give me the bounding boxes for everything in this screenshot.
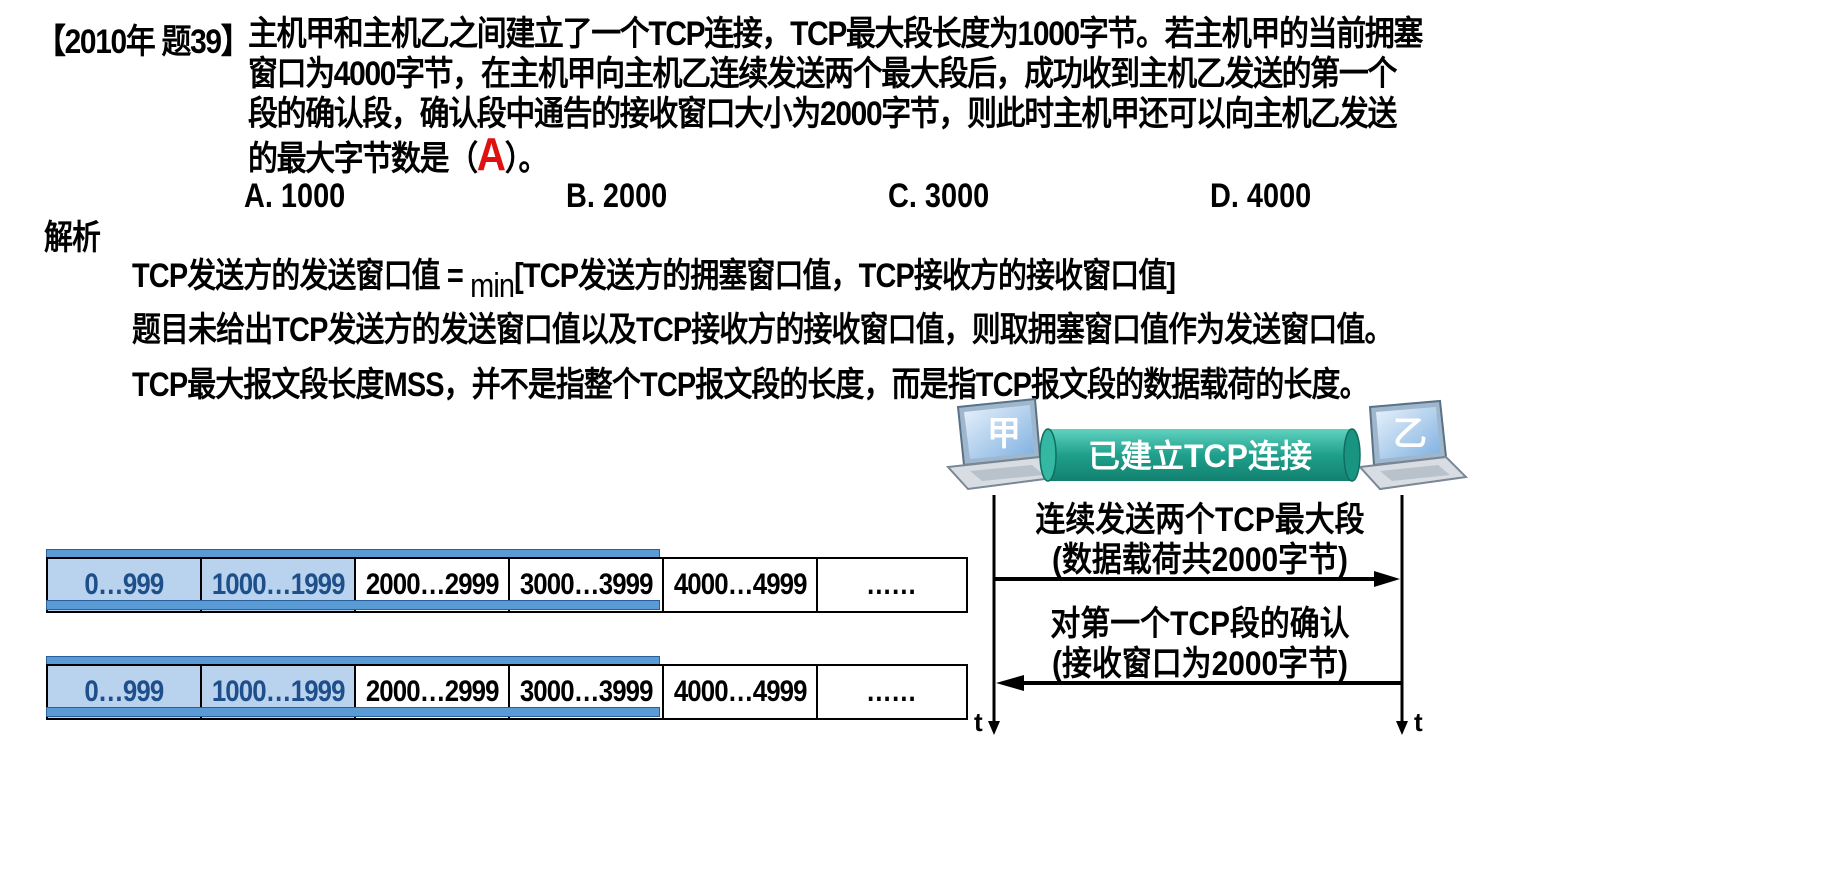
message-1-line-2: (数据载荷共2000字节): [1052, 541, 1348, 579]
host-a-label: 甲: [987, 415, 1021, 453]
analysis-line-2: 题目未给出TCP发送方的发送窗口值以及TCP接收方的接收窗口值，则取拥塞窗口值作…: [132, 311, 1393, 349]
lifeline-arrowhead: [1396, 721, 1408, 735]
laptop-icon-host-a: [945, 397, 1063, 491]
message-2-line-1: 对第一个TCP段的确认: [1050, 605, 1350, 643]
message-2-line-2: (接收窗口为2000字节): [1052, 645, 1348, 683]
laptop-icon-host-b: [1357, 399, 1469, 491]
connection-label: 已建立TCP连接: [1088, 438, 1312, 474]
analysis-heading: 解析: [44, 219, 101, 257]
sequence-diagram: 甲 乙 已建立TCP连接 t t: [945, 397, 1469, 737]
message-arrowhead: [1374, 571, 1400, 587]
send-window-bottom-strip: [46, 600, 660, 610]
formula-right: [TCP发送方的拥塞窗口值，TCP接收方的接收窗口值]: [514, 257, 1176, 295]
message-2-label: 对第一个TCP段的确认 (接收窗口为2000字节): [1024, 604, 1376, 684]
option-a: A. 1000: [244, 177, 346, 215]
question-body: 主机甲和主机乙之间建立了一个TCP连接，TCP最大段长度为1000字节。若主机甲…: [248, 14, 1423, 179]
question-last-line: 的最大字节数是（A）。: [248, 131, 1422, 179]
formula-min: min: [470, 267, 515, 305]
question-last-prefix: 的最大字节数是（: [248, 140, 478, 178]
message-1-line-1: 连续发送两个TCP最大段: [1035, 501, 1365, 539]
byte-cell: 2000…2999: [356, 666, 510, 718]
answer-mark: A: [476, 128, 506, 180]
time-axis-label-b: t: [1414, 707, 1423, 737]
byte-cell-ellipsis: ……: [866, 675, 917, 708]
question-line: 窗口为4000字节，在主机甲向主机乙连续发送两个最大段后，成功收到主机乙发送的第…: [248, 55, 1397, 93]
question-tag: 【2010年 题39】: [36, 23, 251, 61]
question-last-suffix: ）。: [504, 140, 549, 178]
host-b-label: 乙: [1393, 415, 1427, 453]
formula-left: TCP发送方的发送窗口值 =: [132, 257, 464, 295]
byte-cell: 4000…4999: [664, 559, 818, 611]
question-line: 主机甲和主机乙之间建立了一个TCP连接，TCP最大段长度为1000字节。若主机甲…: [248, 15, 1423, 53]
message-1-label: 连续发送两个TCP最大段 (数据载荷共2000字节): [1024, 500, 1376, 580]
analysis-line-3: TCP最大报文段长度MSS，并不是指整个TCP报文段的长度，而是指TCP报文段的…: [132, 366, 1368, 404]
question-line: 段的确认段，确认段中通告的接收窗口大小为2000字节，则此时主机甲还可以向主机乙…: [248, 95, 1397, 133]
time-axis-label-a: t: [974, 707, 983, 737]
byte-cell-ellipsis: ……: [866, 568, 917, 601]
analysis-formula: TCP发送方的发送窗口值 = min[TCP发送方的拥塞窗口值，TCP接收方的接…: [132, 248, 1176, 305]
lifeline-arrowhead: [988, 721, 1000, 735]
byte-cell: 3000…3999: [510, 666, 664, 718]
message-arrowhead: [996, 675, 1024, 691]
option-c: C. 3000: [888, 177, 990, 215]
tcp-connection-pipe: [1039, 428, 1361, 482]
byte-cell: 3000…3999: [510, 559, 664, 611]
byte-cell: 4000…4999: [664, 666, 818, 718]
send-window-bottom-strip: [46, 707, 660, 717]
option-d: D. 4000: [1210, 177, 1312, 215]
byte-cell: 2000…2999: [356, 559, 510, 611]
option-b: B. 2000: [566, 177, 668, 215]
